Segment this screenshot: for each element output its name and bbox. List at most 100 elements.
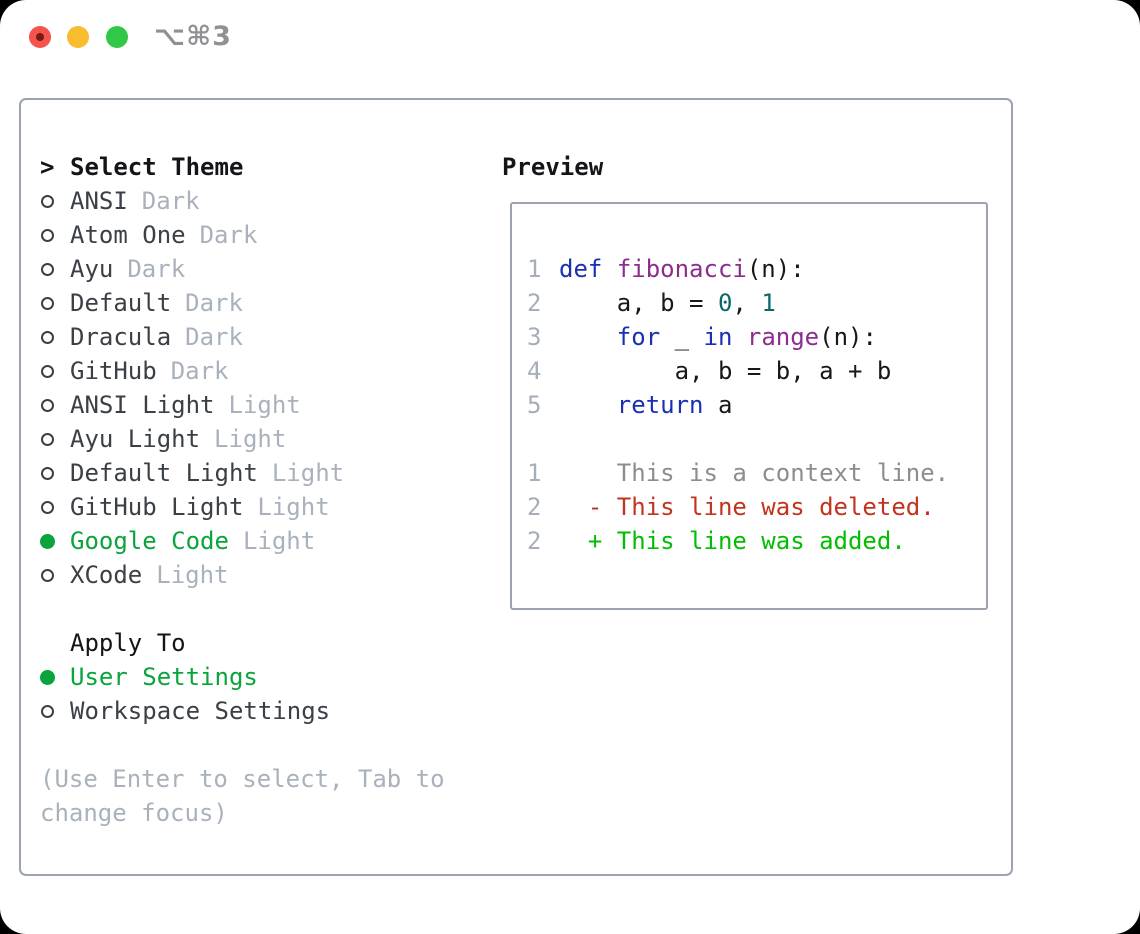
theme-list-title: Select Theme (70, 153, 244, 181)
token-pln: a, b = b, a + b (559, 357, 892, 385)
apply-to-header-row: Apply To (40, 626, 480, 660)
theme-variant: Dark (141, 187, 200, 215)
close-button-dot-icon (36, 33, 44, 41)
theme-variant: Dark (185, 323, 243, 351)
token-kw: return (616, 391, 704, 419)
radio-unselected-icon (41, 500, 54, 514)
radio-unselected-icon (41, 364, 54, 378)
radio-unselected-icon (41, 330, 54, 344)
close-button[interactable] (29, 26, 51, 48)
theme-variant: Light (257, 493, 330, 521)
radio-marker (40, 669, 70, 685)
radio-marker (40, 398, 70, 412)
theme-option-ayu[interactable]: Ayu Dark (40, 252, 480, 286)
radio-unselected-icon (41, 466, 54, 480)
token-kw: def (559, 255, 603, 283)
line-content: - This line was deleted. (559, 493, 935, 521)
preview-line: 2 a, b = 0, 1 (527, 286, 986, 320)
line-number: 5 (527, 391, 542, 419)
radio-marker (40, 330, 70, 344)
token-pln: (n): (819, 323, 877, 351)
preview-line: 5 return a (527, 388, 986, 422)
radio-unselected-icon (41, 398, 54, 412)
token-num: 1 (761, 289, 776, 317)
line-number: 2 (527, 289, 542, 317)
apply-option-label: Workspace Settings (70, 697, 331, 725)
token-fn: range (746, 323, 820, 351)
radio-marker (40, 466, 70, 480)
radio-unselected-icon (41, 228, 54, 242)
radio-marker (40, 500, 70, 514)
preview-line: 4 a, b = b, a + b (527, 354, 986, 388)
theme-list-header-row: > Select Theme (40, 150, 480, 184)
selection-prompt-icon: > (40, 153, 55, 181)
zoom-button[interactable] (106, 26, 128, 48)
theme-variant: Light (271, 459, 345, 487)
help-text: (Use Enter to select, Tab to change focu… (40, 765, 445, 827)
preview-line: 2 + This line was added. (527, 524, 986, 558)
line-number: 4 (527, 357, 542, 385)
theme-name: Dracula (70, 323, 172, 351)
apply-option-label: User Settings (70, 663, 258, 691)
line-number: 1 (527, 255, 542, 283)
apply-to-title: Apply To (70, 629, 186, 657)
theme-name: Default Light (70, 459, 258, 487)
line-number: 2 (527, 493, 542, 521)
token-pln (602, 255, 616, 283)
theme-variant: Light (156, 561, 229, 589)
apply-option-workspace-settings[interactable]: Workspace Settings (40, 694, 480, 728)
token-pln: a (703, 391, 733, 419)
token-kw: for (616, 323, 661, 351)
theme-name: Ayu (70, 255, 114, 283)
spacer (40, 592, 480, 626)
radio-marker (40, 533, 70, 549)
minimize-button[interactable] (67, 26, 89, 48)
token-pln: (n): (746, 255, 805, 283)
radio-unselected-icon (41, 262, 54, 276)
token-fn: fibonacci (616, 255, 747, 283)
theme-name: GitHub (70, 357, 157, 385)
line-number: 2 (527, 527, 542, 555)
theme-option-default-light[interactable]: Default Light Light (40, 456, 480, 490)
token-add: + This line was added. (559, 527, 906, 555)
theme-option-dracula[interactable]: Dracula Dark (40, 320, 480, 354)
spacer (40, 728, 480, 762)
apply-option-user-settings[interactable]: User Settings (40, 660, 480, 694)
token-pln (559, 391, 617, 419)
line-content: a, b = b, a + b (559, 357, 892, 385)
token-pln: _ (660, 323, 704, 351)
theme-name: Ayu Light (70, 425, 201, 453)
theme-variant: Dark (127, 255, 186, 283)
token-pln: , (732, 289, 762, 317)
line-content: This is a context line. (559, 459, 949, 487)
radio-marker (40, 432, 70, 446)
theme-variant: Light (228, 391, 301, 419)
radio-unselected-icon (41, 296, 54, 310)
window-hotkey-label: ⌥⌘3 (154, 21, 232, 52)
preview-line: 3 for _ in range(n): (527, 320, 986, 354)
preview-line: 1 def fibonacci(n): (527, 252, 986, 286)
radio-marker (40, 364, 70, 378)
radio-unselected-icon (41, 432, 54, 446)
line-number: 3 (527, 323, 542, 351)
preview-line: 1 This is a context line. (527, 456, 986, 490)
theme-option-xcode[interactable]: XCode Light (40, 558, 480, 592)
theme-name: XCode (70, 561, 143, 589)
line-content: for _ in range(n): (559, 323, 877, 351)
